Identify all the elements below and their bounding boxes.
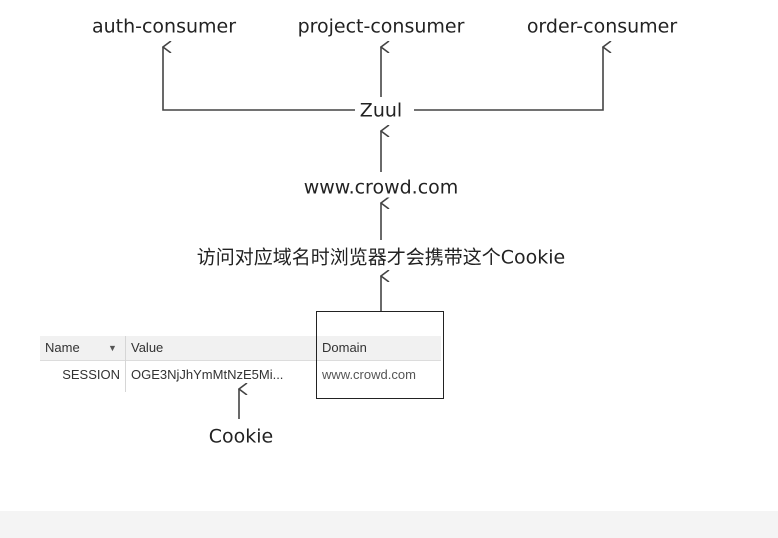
cookie-table: Name ▼ Value Domain SESSION OGE3NjJhYmMt…	[40, 336, 441, 392]
connector-zuul-to-auth	[163, 47, 355, 111]
node-order-consumer: order-consumer	[523, 17, 681, 37]
domain-highlight-box	[316, 311, 444, 399]
footer-band	[0, 511, 778, 538]
node-cookie: Cookie	[208, 425, 274, 448]
cookie-domain-cell[interactable]: www.crowd.com	[322, 367, 416, 382]
node-auth-consumer: auth-consumer	[88, 17, 240, 37]
node-project-consumer: project-consumer	[294, 17, 468, 37]
node-zuul: Zuul	[356, 101, 406, 121]
node-note: 访问对应域名时浏览器才会携带这个Cookie	[193, 248, 569, 268]
column-header-name[interactable]: Name	[45, 340, 80, 355]
connector-zuul-to-order	[414, 47, 603, 111]
sort-desc-icon[interactable]: ▼	[108, 343, 117, 353]
column-header-domain[interactable]: Domain	[322, 340, 367, 355]
cookie-table-header	[40, 336, 441, 361]
node-domain: www.crowd.com	[300, 178, 462, 198]
column-divider	[125, 336, 126, 392]
cookie-name-cell[interactable]: SESSION	[62, 367, 120, 382]
column-header-value[interactable]: Value	[131, 340, 164, 355]
cookie-value-cell[interactable]: OGE3NjJhYmMtNzE5Mi...	[131, 367, 284, 382]
